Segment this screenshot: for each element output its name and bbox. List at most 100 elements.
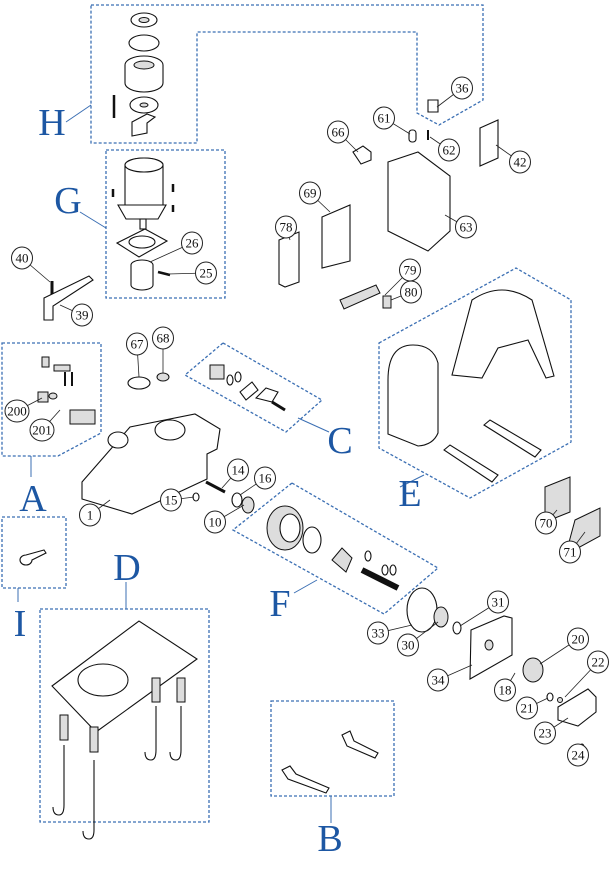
callout-33: 33 (367, 621, 413, 645)
callout-25: 25 (167, 261, 217, 285)
callout-number: 1 (87, 508, 94, 523)
callout-68: 68 (152, 326, 174, 373)
callout-circle (509, 150, 531, 174)
group-a-outline (1, 342, 102, 457)
group-letter-g: G (54, 180, 81, 222)
callout-18: 18 (494, 672, 516, 702)
callout-circle (181, 231, 203, 255)
callout-number: 15 (165, 493, 178, 508)
callout-circle (567, 627, 589, 651)
callout-circle (195, 261, 217, 285)
callout-16: 16 (239, 466, 276, 496)
callout-number: 201 (32, 423, 52, 438)
callout-circle (534, 721, 556, 745)
callout-number: 24 (572, 748, 586, 763)
callout-circle (204, 510, 226, 534)
callout-circle (516, 696, 538, 720)
callout-number: 78 (280, 220, 293, 235)
callout-201: 201 (29, 409, 61, 442)
callout-number: 40 (16, 251, 29, 266)
callout-78: 78 (275, 215, 297, 241)
callout-number: 62 (443, 143, 456, 158)
callout-15: 15 (160, 488, 195, 512)
callout-number: 70 (540, 516, 553, 531)
callout-circle (4, 399, 30, 423)
callout-circle (126, 332, 148, 356)
callout-69: 69 (299, 181, 331, 213)
group-f-outline (231, 482, 440, 615)
callout-10: 10 (204, 504, 245, 534)
callout-number: 34 (432, 673, 446, 688)
callout-39: 39 (59, 303, 93, 327)
callout-40: 40 (11, 246, 51, 283)
callout-71: 71 (559, 531, 586, 564)
callout-200: 200 (4, 397, 43, 423)
callout-number: 68 (157, 331, 170, 346)
callout-26: 26 (149, 231, 203, 263)
callout-14: 14 (221, 458, 249, 489)
callout-number: 66 (332, 125, 346, 140)
brake-assembly-parts (112, 12, 164, 137)
callout-number: 79 (404, 263, 417, 278)
callout-number: 67 (131, 337, 145, 352)
group-d-outline (39, 608, 210, 823)
callout-79: 79 (384, 258, 421, 296)
motor-parts (111, 157, 175, 291)
callout-36: 36 (436, 76, 473, 108)
callout-number: 30 (402, 638, 415, 653)
callout-number: 33 (372, 626, 385, 641)
callout-circle (400, 280, 422, 304)
callout-number: 36 (456, 81, 470, 96)
group-letter-b: B (317, 818, 342, 860)
callout-circle (455, 215, 477, 239)
callout-circle (227, 458, 249, 482)
group-letter-h: H (38, 102, 65, 144)
callout-circle (367, 621, 389, 645)
callout-circle (71, 303, 93, 327)
callout-number: 69 (304, 186, 317, 201)
callout-34: 34 (427, 664, 473, 692)
callout-42: 42 (495, 144, 531, 174)
callout-circle (535, 511, 557, 535)
callout-number: 61 (378, 111, 391, 126)
group-letter-c: C (327, 420, 352, 462)
callout-number: 23 (539, 726, 552, 741)
group-i-outline (1, 516, 67, 589)
callout-number: 25 (200, 266, 213, 281)
callout-number: 21 (521, 701, 534, 716)
callout-circle (427, 668, 449, 692)
callout-80: 80 (390, 280, 422, 304)
callout-circle (254, 466, 276, 490)
callout-circle (567, 743, 589, 767)
callout-number: 22 (592, 655, 605, 670)
callout-circle (29, 418, 55, 442)
callout-circle (299, 181, 321, 205)
callout-23: 23 (534, 717, 569, 745)
callout-circle (152, 326, 174, 350)
group-e-outline (378, 267, 572, 499)
callout-circle (397, 633, 419, 657)
callout-62: 62 (429, 136, 460, 162)
callout-circle (494, 678, 516, 702)
callout-circle (587, 650, 609, 674)
callout-circle (160, 488, 182, 512)
group-letter-f: F (269, 583, 290, 625)
callout-66: 66 (327, 120, 359, 153)
callout-number: 80 (405, 285, 418, 300)
callout-22: 22 (564, 650, 609, 698)
callout-number: 10 (209, 515, 222, 530)
group-letter-d: D (113, 547, 140, 589)
group-b-outline (270, 700, 395, 797)
callout-31: 31 (459, 590, 509, 627)
parts (19, 12, 601, 840)
callout-circle (275, 215, 297, 239)
callout-24: 24 (567, 743, 589, 767)
callout-1: 1 (79, 499, 111, 527)
callout-number: 31 (492, 595, 505, 610)
callout-number: 14 (232, 463, 246, 478)
callout-circle (373, 106, 395, 130)
group-letter-i: I (14, 603, 27, 645)
